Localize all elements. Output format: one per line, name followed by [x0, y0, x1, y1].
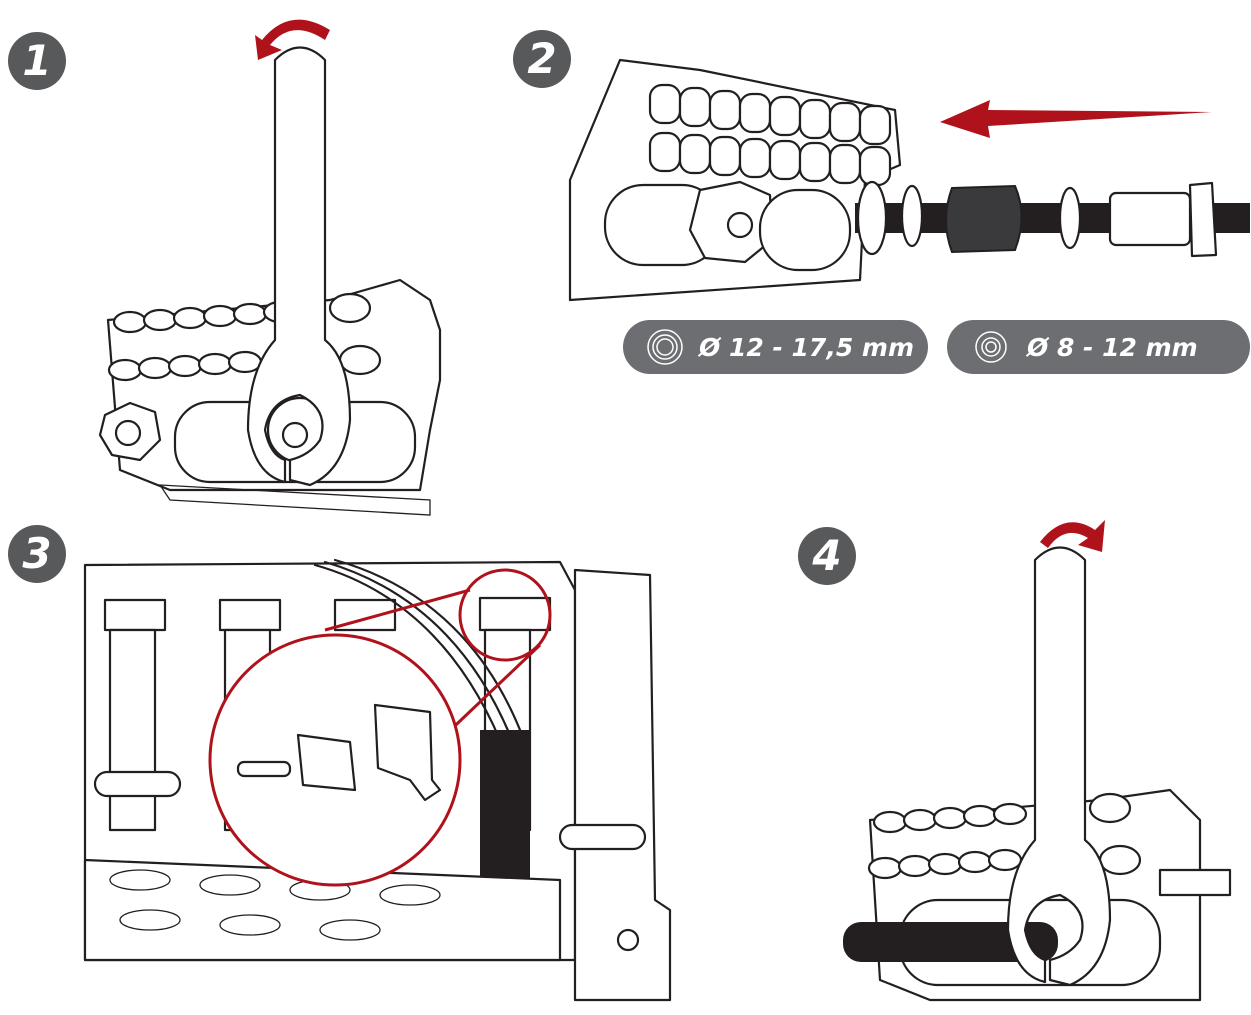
- screwdriver-handle: [93, 770, 182, 798]
- vertical-cable: [480, 730, 530, 905]
- enclosure-frame: [573, 568, 672, 1002]
- screwdriver-handle-2: [558, 823, 647, 851]
- panel-2-drawing: [568, 58, 1250, 302]
- seal-ring-icon: [975, 331, 1007, 363]
- detail-marker: [458, 568, 552, 662]
- step-badge-4: 4: [798, 527, 856, 585]
- gland-plate: [83, 858, 562, 962]
- step-number: 4: [812, 531, 842, 580]
- rotate-counterclockwise-arrow-icon: [255, 19, 330, 60]
- rotate-clockwise-arrow-icon: [1040, 520, 1105, 552]
- gland-cap: [1108, 191, 1192, 247]
- diameter-label: Ø 8 - 12 mm: [1027, 332, 1198, 362]
- seal-ring-icon: [647, 329, 683, 365]
- gland-row-top: [648, 83, 892, 146]
- step-badge-3: 3: [8, 525, 66, 583]
- step-badge-2: 2: [513, 30, 571, 88]
- step-badge-1: 1: [8, 32, 66, 90]
- insert-direction-arrow-icon: [940, 100, 1212, 138]
- panel-1-drawing: [98, 19, 442, 516]
- wrench-icon: [1006, 546, 1112, 987]
- gland-row-top: [872, 792, 1132, 834]
- seal-ring-large: [900, 184, 924, 248]
- seal-ring-small: [1058, 186, 1082, 250]
- inserted-cable: [843, 922, 1058, 962]
- diameter-label: Ø 12 - 17,5 mm: [699, 332, 915, 362]
- diameter-pill-small: Ø 8 - 12 mm: [947, 320, 1250, 374]
- step-number: 1: [22, 36, 52, 85]
- step-number: 2: [527, 34, 557, 83]
- wrench-icon: [246, 46, 352, 487]
- detail-bracket: [373, 703, 442, 802]
- detail-clamp: [296, 733, 357, 792]
- mount-bracket: [1158, 868, 1232, 897]
- step-number: 3: [22, 529, 52, 578]
- detail-screw: [236, 760, 292, 778]
- gland-nut: [1188, 181, 1218, 258]
- gland-row-bottom: [648, 131, 892, 187]
- gland-row-middle: [867, 844, 1142, 880]
- diameter-pill-large: Ø 12 - 17,5 mm: [623, 320, 928, 374]
- gland-row-top: [112, 292, 372, 334]
- panel-4-drawing: [843, 520, 1232, 1002]
- panel-3-drawing: [83, 558, 672, 1002]
- sealing-insert: [945, 184, 1023, 254]
